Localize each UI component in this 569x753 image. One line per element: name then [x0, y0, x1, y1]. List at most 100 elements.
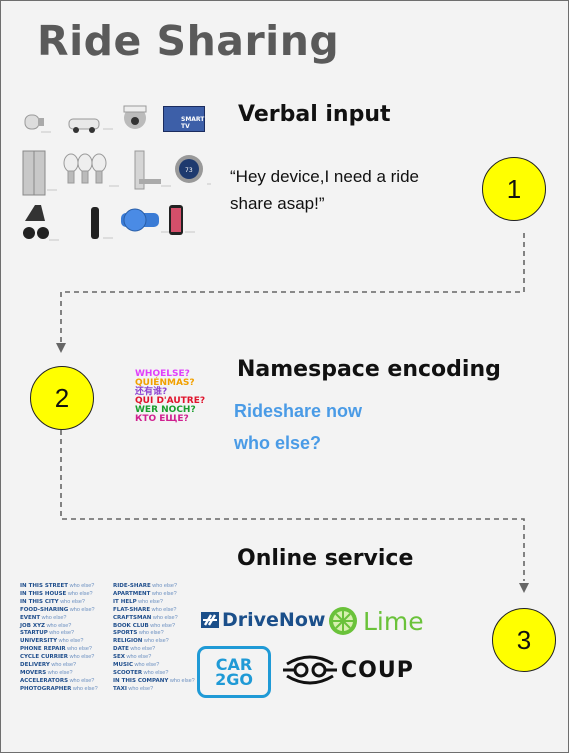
page-title: Ride Sharing — [37, 17, 340, 65]
device-icons: 73 — [22, 105, 211, 241]
who-else-suffix: who else? — [68, 606, 95, 613]
service-tag: FLAT-SHARE who else? — [113, 607, 195, 615]
service-tag-label: IT HELP — [113, 598, 137, 605]
lime-mark-icon — [329, 607, 357, 635]
service-tag-label: IN THIS COMPANY — [113, 677, 169, 684]
word-chinese: 还有谁? — [135, 387, 168, 397]
lime-label: Lime — [363, 606, 424, 636]
who-else-suffix: who else? — [68, 654, 95, 661]
service-tag-label: EVENT — [20, 614, 41, 621]
service-tag: PHONE REPAIR who else? — [20, 646, 98, 654]
service-tag: BOOK CLUB who else? — [113, 623, 195, 631]
step-1-quote: “Hey device,I need a ride share asap!” — [230, 163, 419, 217]
security-camera-icon — [123, 105, 147, 129]
who-else-suffix: who else? — [142, 638, 169, 645]
who-else-suffix: who else? — [46, 669, 73, 676]
service-tag-label: APARTMENT — [113, 590, 151, 597]
smartwatch-icon — [121, 208, 159, 232]
tv-label: SMART TV — [181, 116, 205, 130]
quote-line-1: “Hey device,I need a ride — [230, 167, 419, 186]
who-else-suffix: who else? — [137, 630, 164, 637]
who-else-suffix: who else? — [68, 583, 95, 589]
drivenow-label: DriveNow — [222, 609, 326, 631]
service-tags-left: IN THIS STREET who else?IN THIS HOUSE wh… — [20, 583, 98, 694]
door-lock-icon — [134, 150, 161, 190]
coup-label: COUP — [341, 657, 414, 683]
car2go-logo: CAR 2GO — [197, 646, 271, 698]
service-tag: MUSIC who else? — [113, 662, 195, 670]
multilingual-who-else: WHOELSE? QUIÉNMAS? 还有谁? QUI D'AUTRE? WER… — [135, 370, 205, 424]
encoding-line-1: Rideshare now — [234, 401, 363, 421]
coup-scooter-icon — [283, 655, 337, 685]
who-else-suffix: who else? — [142, 669, 169, 676]
service-tag-label: STARTUP — [20, 630, 48, 637]
service-tag: RIDE-SHARE who else? — [113, 583, 195, 591]
who-else-suffix: who else? — [124, 654, 152, 661]
smart-speaker-icon — [91, 207, 99, 239]
service-tag: IN THIS STREET who else? — [20, 583, 98, 591]
light-bulbs-icon — [63, 153, 107, 184]
who-else-suffix: who else? — [47, 630, 75, 637]
service-tag: IN THIS HOUSE who else? — [20, 591, 98, 599]
service-tag: EVENT who else? — [20, 615, 98, 623]
service-tag-label: IN THIS HOUSE — [20, 590, 67, 597]
step-3-heading: Online service — [237, 546, 414, 571]
service-tag: DATE who else? — [113, 646, 195, 654]
drivenow-logo: DriveNow — [200, 609, 325, 631]
word-german: WER NOCH? — [135, 405, 196, 415]
service-tag-label: IN THIS CITY — [20, 598, 59, 605]
service-tag-label: PHOTOGRAPHER — [20, 685, 72, 692]
who-else-suffix: who else? — [136, 598, 163, 605]
connector-2-to-3 — [60, 403, 525, 581]
service-tag-label: JOB XYZ — [20, 622, 46, 629]
who-else-suffix: who else? — [57, 638, 84, 645]
device-thumbnails: 73 SMART TV — [21, 101, 211, 251]
service-tag: UNIVERSITY who else? — [20, 638, 98, 646]
who-else-suffix: who else? — [66, 590, 93, 597]
scooter-icon — [23, 205, 49, 239]
service-tag: CRAFTSMAN who else? — [113, 615, 195, 623]
arrowhead-to-2 — [56, 343, 66, 353]
step-2-heading: Namespace encoding — [237, 357, 501, 382]
drivenow-mark-icon — [201, 612, 219, 628]
service-tags-right: RIDE-SHARE who else?APARTMENT who else?I… — [113, 583, 195, 694]
service-tag-label: IN THIS STREET — [20, 583, 69, 589]
service-tag-label: TAXI — [113, 685, 127, 692]
who-else-suffix: who else? — [150, 606, 177, 613]
service-tag: SCOOTER who else? — [113, 670, 195, 678]
service-tag: ACCELERATORS who else? — [20, 678, 98, 686]
encoding-line-2: who else? — [234, 433, 322, 453]
who-else-suffix: who else? — [49, 662, 77, 669]
service-tag-label: SEX — [113, 654, 125, 661]
service-tag-label: ACCELERATORS — [20, 677, 69, 684]
service-tag: CYCLE CURRIER who else? — [20, 654, 98, 662]
service-tag: TAXI who else? — [113, 686, 195, 694]
service-tag: IT HELP who else? — [113, 599, 195, 607]
step-1-heading: Verbal input — [238, 102, 391, 127]
service-tag-label: DATE — [113, 646, 129, 653]
smart-tv-icon — [163, 106, 205, 132]
who-else-suffix: who else? — [45, 622, 72, 629]
service-tag-label: SCOOTER — [113, 669, 143, 676]
service-tag-label: FOOD-SHARING — [20, 606, 69, 613]
service-tag: FOOD-SHARING who else? — [20, 607, 98, 615]
service-tag: SPORTS who else? — [113, 630, 195, 638]
thermostat-icon: 73 — [175, 155, 203, 183]
svg-text:73: 73 — [185, 167, 193, 174]
car2go-top-label: CAR — [215, 655, 253, 674]
service-tag-label: DELIVERY — [20, 662, 50, 669]
service-tag-label: RELIGION — [113, 638, 143, 645]
step-3-circle: 3 — [492, 608, 556, 672]
who-else-suffix: who else? — [168, 677, 195, 684]
service-tag: SEX who else? — [113, 654, 195, 662]
who-else-suffix: who else? — [148, 622, 176, 629]
service-tag-label: SPORTS — [113, 630, 138, 637]
service-tag-label: MUSIC — [113, 662, 133, 669]
lime-logo: Lime — [327, 605, 424, 637]
service-tag: MOVERS who else? — [20, 670, 98, 678]
service-tag: STARTUP who else? — [20, 630, 98, 638]
arrowhead-to-3 — [519, 583, 529, 593]
step-1-circle: 1 — [482, 157, 546, 221]
service-tag-label: FLAT-SHARE — [113, 606, 151, 613]
